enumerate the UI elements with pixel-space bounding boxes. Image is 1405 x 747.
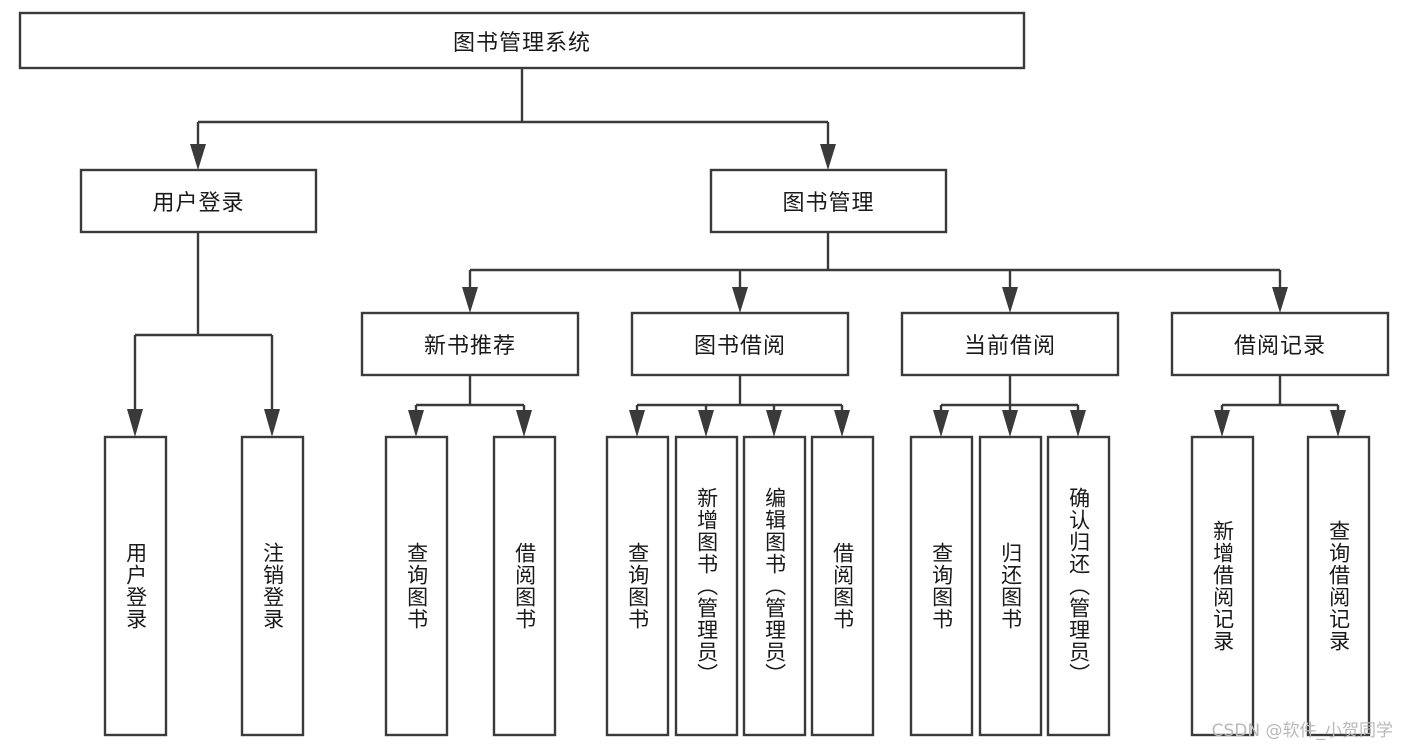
connector-group-book-borrow-to-leaves: [629, 375, 850, 437]
node-box-leaf-cb-return-book[interactable]: [978, 435, 1043, 737]
arrowhead-leaf-logout: [264, 409, 280, 437]
node-box-user-login[interactable]: [79, 168, 318, 234]
arrowhead-current-borrow: [1002, 287, 1018, 313]
node-box-current-borrow[interactable]: [900, 311, 1120, 377]
arrowhead-br-leaf1: [1214, 410, 1230, 437]
arrowhead-leaf-user-login: [127, 409, 143, 437]
connector-group-user-login-to-leaves: [127, 232, 280, 437]
arrowhead-borrow-record: [1272, 287, 1288, 313]
arrowhead-cb-leaf3: [1070, 410, 1086, 437]
node-box-leaf-br-query-record[interactable]: [1306, 435, 1371, 737]
node-box-leaf-bb-borrow-book[interactable]: [810, 435, 875, 737]
node-box-leaf-nb-borrow-book[interactable]: [492, 435, 557, 737]
connector-group-book-mgmt-to-level3: [462, 232, 1288, 313]
node-box-leaf-logout[interactable]: [240, 435, 305, 737]
node-box-leaf-cb-confirm-return[interactable]: [1046, 435, 1111, 737]
connector-group-root-to-level2: [190, 68, 836, 170]
arrowhead-book-mgmt: [820, 144, 836, 170]
arrowhead-cb-leaf2: [1002, 410, 1018, 437]
node-box-leaf-bb-add-book[interactable]: [674, 435, 739, 737]
node-box-borrow-record[interactable]: [1170, 311, 1390, 377]
node-box-new-book-recommend[interactable]: [360, 311, 580, 377]
node-box-leaf-br-add-record[interactable]: [1190, 435, 1255, 737]
arrowhead-new-book: [462, 287, 478, 313]
node-box-book-borrow[interactable]: [630, 311, 850, 377]
node-box-root[interactable]: [18, 11, 1026, 70]
connector-group-new-book-to-leaves: [408, 375, 532, 437]
node-box-leaf-user-login[interactable]: [103, 435, 168, 737]
node-box-leaf-bb-query-book[interactable]: [605, 435, 670, 737]
connector-group-current-borrow-to-leaves: [933, 375, 1086, 437]
arrowhead-user-login: [190, 144, 206, 170]
arrowhead-br-leaf2: [1330, 410, 1346, 437]
node-box-leaf-cb-query-book[interactable]: [909, 435, 974, 737]
node-box-book-management[interactable]: [709, 168, 948, 234]
arrowhead-cb-leaf1: [933, 410, 949, 437]
connector-group-borrow-record-to-leaves: [1214, 375, 1346, 437]
node-box-leaf-bb-edit-book[interactable]: [742, 435, 807, 737]
arrowhead-bb-leaf1: [629, 410, 645, 437]
arrowhead-nb-leaf2: [516, 410, 532, 437]
arrowhead-book-borrow: [732, 287, 748, 313]
node-box-leaf-nb-query-book[interactable]: [384, 435, 449, 737]
arrowhead-bb-leaf2: [698, 410, 714, 437]
arrowhead-nb-leaf1: [408, 410, 424, 437]
arrowhead-bb-leaf3: [766, 410, 782, 437]
arrowhead-bb-leaf4: [834, 410, 850, 437]
